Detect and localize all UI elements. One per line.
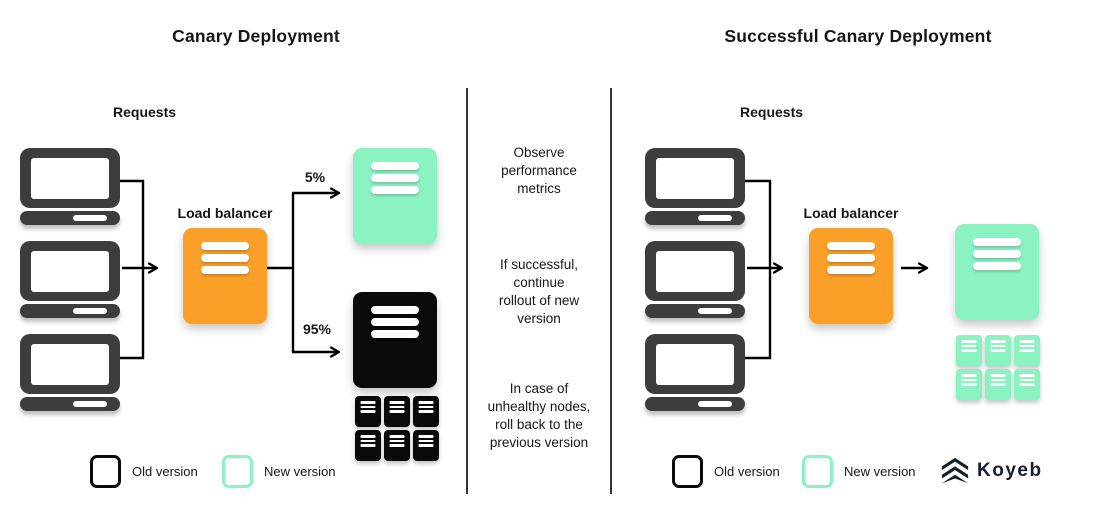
- note-continue-rollout: If successful, continue rollout of new v…: [498, 257, 580, 326]
- laptop-base: [645, 304, 745, 318]
- koyeb-brand: Koyeb: [940, 456, 1043, 486]
- client-laptop-icon: [645, 148, 745, 226]
- canary-percent-label: 5%: [304, 169, 326, 185]
- laptop-screen: [20, 148, 120, 208]
- left-fanin-bracket: [120, 179, 145, 360]
- new-node-icon: [1014, 369, 1040, 400]
- right-load-balancer-label: Load balancer: [803, 205, 899, 221]
- left-split-bracket: [267, 193, 295, 352]
- client-laptop-icon: [20, 241, 120, 319]
- server-lines-icon: [371, 306, 419, 338]
- new-version-swatch-icon: [802, 455, 833, 488]
- server-lines-icon: [827, 242, 875, 274]
- laptop-base: [20, 211, 120, 225]
- old-node-icon: [384, 430, 410, 461]
- legend-label: New version: [264, 464, 336, 479]
- note-roll-back: In case of unhealthy nodes, roll back to…: [487, 381, 591, 450]
- old-version-swatch-icon: [672, 455, 703, 488]
- laptop-screen: [645, 334, 745, 394]
- legend-old-version: Old version: [672, 455, 780, 488]
- new-node-icon: [1014, 335, 1040, 366]
- note-observe-metrics: Observe performance metrics: [501, 145, 577, 196]
- client-laptop-icon: [645, 334, 745, 412]
- legend-label: Old version: [714, 464, 780, 479]
- new-node-icon: [956, 335, 982, 366]
- laptop-screen: [645, 148, 745, 208]
- new-version-server-icon: [353, 148, 437, 244]
- client-laptop-icon: [645, 241, 745, 319]
- koyeb-logo-text: Koyeb: [977, 460, 1043, 481]
- old-node-icon: [355, 430, 381, 461]
- left-requests-label: Requests: [113, 104, 177, 120]
- legend-old-version: Old version: [90, 455, 198, 488]
- right-requests-label: Requests: [740, 104, 804, 120]
- old-version-swatch-icon: [90, 455, 121, 488]
- legend-label: Old version: [132, 464, 198, 479]
- old-version-node-grid: [355, 396, 439, 461]
- koyeb-logo-icon: [941, 457, 969, 484]
- client-laptop-icon: [20, 148, 120, 226]
- legend-new-version: New version: [802, 455, 916, 488]
- old-node-icon: [355, 396, 381, 427]
- right-fanin-bracket: [745, 179, 772, 360]
- new-version-server-icon: [955, 224, 1039, 320]
- legend-label: New version: [844, 464, 916, 479]
- laptop-screen: [20, 241, 120, 301]
- legend-new-version: New version: [222, 455, 336, 488]
- client-laptop-icon: [20, 334, 120, 412]
- server-lines-icon: [371, 162, 419, 194]
- old-node-icon: [384, 396, 410, 427]
- new-version-node-grid: [956, 335, 1040, 400]
- new-node-icon: [985, 369, 1011, 400]
- load-balancer-icon: [809, 228, 893, 324]
- laptop-base: [645, 397, 745, 411]
- right-diagram-title: Successful Canary Deployment: [724, 26, 992, 46]
- left-diagram-title: Canary Deployment: [172, 26, 340, 46]
- old-node-icon: [413, 396, 439, 427]
- laptop-base: [20, 397, 120, 411]
- laptop-screen: [645, 241, 745, 301]
- laptop-base: [20, 304, 120, 318]
- new-node-icon: [985, 335, 1011, 366]
- old-version-server-icon: [353, 292, 437, 388]
- server-lines-icon: [973, 238, 1021, 270]
- server-lines-icon: [201, 242, 249, 274]
- left-load-balancer-label: Load balancer: [177, 205, 273, 221]
- laptop-screen: [20, 334, 120, 394]
- old-node-icon: [413, 430, 439, 461]
- new-node-icon: [956, 369, 982, 400]
- laptop-base: [645, 211, 745, 225]
- stable-percent-label: 95%: [302, 321, 332, 337]
- new-version-swatch-icon: [222, 455, 253, 488]
- load-balancer-icon: [183, 228, 267, 324]
